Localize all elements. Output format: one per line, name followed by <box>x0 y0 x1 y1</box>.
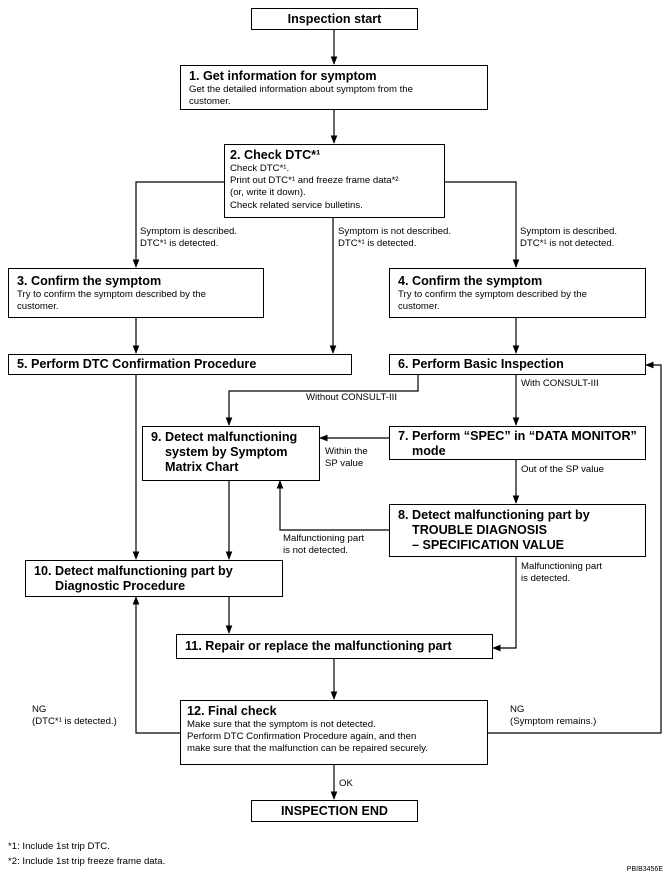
without-consult-label: Without CONSULT-III <box>306 392 397 403</box>
step-10-box: 10. Detect malfunctioning part by Diagno… <box>25 560 283 597</box>
malf-detected-label: Malfunctioning part is detected. <box>521 561 603 584</box>
ok-label: OK <box>339 778 353 789</box>
figure-code: PBIB3456E <box>626 866 663 873</box>
inspection-end-label: INSPECTION END <box>280 804 389 818</box>
step-10-title: 10. Detect malfunctioning part by Diagno… <box>34 564 233 593</box>
branch-label-right: Symptom is described. DTC*¹ is not detec… <box>520 226 618 249</box>
inspection-start-label: Inspection start <box>287 12 382 26</box>
step-4-body: Try to confirm the symptom described by … <box>398 289 587 313</box>
step-11-title: 11. Repair or replace the malfunctioning… <box>185 639 452 653</box>
ng-left-label: NG (DTC*¹ is detected.) <box>32 704 117 727</box>
step-3-box: 3. Confirm the symptom Try to confirm th… <box>8 268 264 318</box>
branch-label-left: Symptom is described. DTC*¹ is detected. <box>140 226 238 249</box>
branch-label-middle: Symptom is not described. DTC*¹ is detec… <box>338 226 452 249</box>
step-2-title: 2. Check DTC*¹ <box>230 148 321 162</box>
malf-not-detected-label: Malfunctioning part is not detected. <box>283 533 365 556</box>
step-4-box: 4. Confirm the symptom Try to confirm th… <box>389 268 646 318</box>
step-9-box: 9. Detect malfunctioning system by Sympt… <box>142 426 320 481</box>
step-3-title: 3. Confirm the symptom <box>17 274 162 288</box>
step-5-box: 5. Perform DTC Confirmation Procedure <box>8 354 352 375</box>
step-7-title: 7. Perform “SPEC” in “DATA MONITOR” mode <box>398 429 637 458</box>
step-2-body: Check DTC*¹. Print out DTC*¹ and freeze … <box>230 163 399 211</box>
step-11-box: 11. Repair or replace the malfunctioning… <box>176 634 493 659</box>
out-of-sp-label: Out of the SP value <box>521 464 605 475</box>
step-9-title: 9. Detect malfunctioning system by Sympt… <box>151 430 298 474</box>
inspection-end-box: INSPECTION END <box>251 800 418 822</box>
step-8-box: 8. Detect malfunctioning part by TROUBLE… <box>389 504 646 557</box>
footnote-1: *1: Include 1st trip DTC. <box>8 841 110 852</box>
ng-right-label: NG (Symptom remains.) <box>510 704 597 727</box>
within-sp-label: Within the SP value <box>325 446 368 469</box>
step-8-title: 8. Detect malfunctioning part by TROUBLE… <box>398 508 590 552</box>
step-1-body: Get the detailed information about sympt… <box>189 84 413 108</box>
step-3-body: Try to confirm the symptom described by … <box>17 289 206 313</box>
step-2-box: 2. Check DTC*¹ Check DTC*¹. Print out DT… <box>224 144 445 218</box>
footnote-2: *2: Include 1st trip freeze frame data. <box>8 856 166 867</box>
step-12-title: 12. Final check <box>187 704 277 718</box>
inspection-start-box: Inspection start <box>251 8 418 30</box>
step-4-title: 4. Confirm the symptom <box>398 274 543 288</box>
step-6-title: 6. Perform Basic Inspection <box>398 357 564 371</box>
step-6-box: 6. Perform Basic Inspection <box>389 354 646 375</box>
step-12-box: 12. Final check Make sure that the sympt… <box>180 700 488 765</box>
with-consult-label: With CONSULT-III <box>521 378 599 389</box>
step-1-title: 1. Get information for symptom <box>189 69 377 83</box>
step-1-box: 1. Get information for symptom Get the d… <box>180 65 488 110</box>
step-7-box: 7. Perform “SPEC” in “DATA MONITOR” mode <box>389 426 646 460</box>
step-12-body: Make sure that the symptom is not detect… <box>187 719 428 755</box>
step-5-title: 5. Perform DTC Confirmation Procedure <box>17 357 257 371</box>
